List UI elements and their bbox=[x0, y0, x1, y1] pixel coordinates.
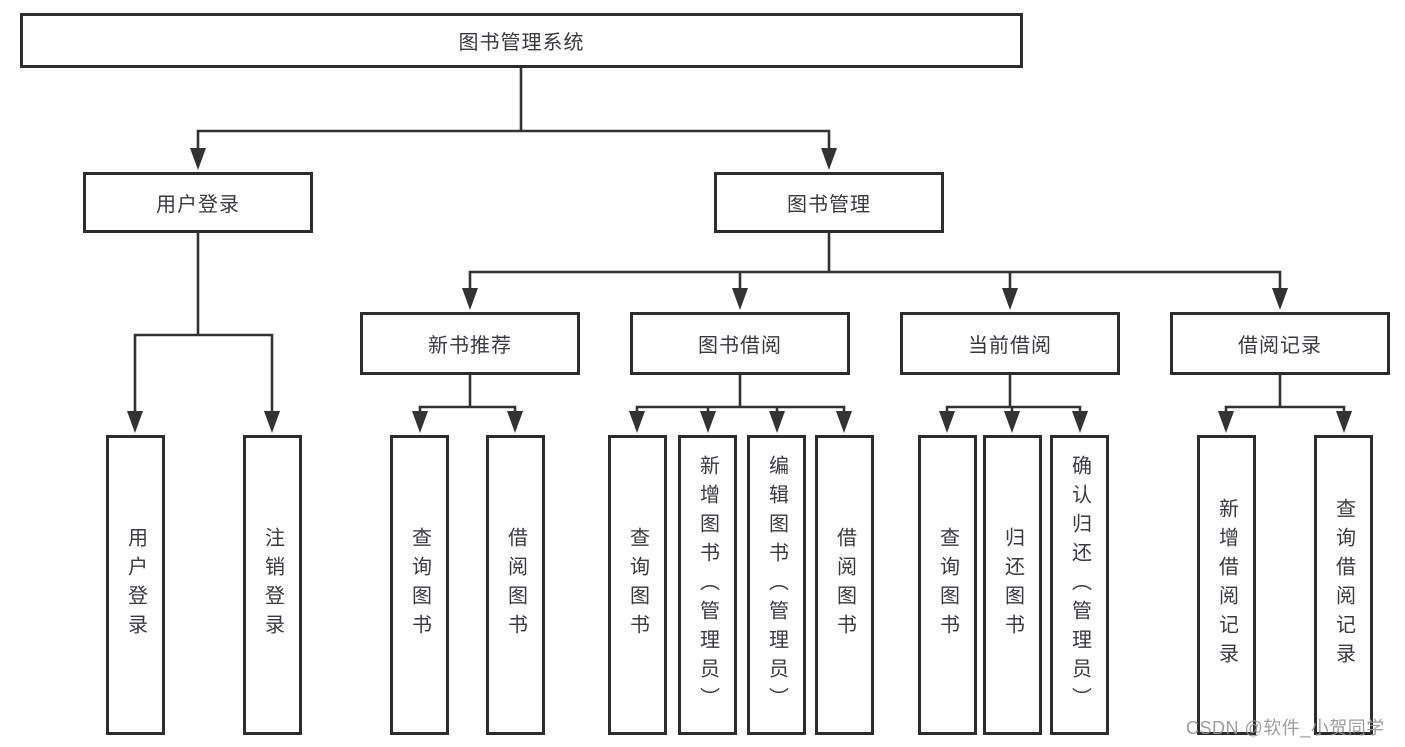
leaf-query-borrow-record: 查询借阅记录 bbox=[1314, 435, 1373, 735]
node-label: 注销登录 bbox=[261, 527, 284, 643]
leaf-return-books: 归还图书 bbox=[983, 435, 1042, 735]
node-label: 借阅图书 bbox=[833, 527, 856, 643]
node-label: 图书借阅 bbox=[698, 335, 782, 357]
node-label: 编辑图书（管理员） bbox=[765, 454, 788, 716]
node-label: 新增图书（管理员） bbox=[696, 454, 719, 716]
node-label: 借阅记录 bbox=[1238, 335, 1322, 357]
node-label: 用户登录 bbox=[124, 527, 147, 643]
leaf-add-borrow-record: 新增借阅记录 bbox=[1197, 435, 1256, 735]
leaf-confirm-return-admin: 确认归还（管理员） bbox=[1050, 435, 1109, 735]
node-label: 查询图书 bbox=[408, 527, 431, 643]
node-label: 图书管理系统 bbox=[458, 32, 585, 54]
node-label: 确认归还（管理员） bbox=[1068, 454, 1091, 716]
node-label: 新增借阅记录 bbox=[1215, 498, 1238, 672]
node-label: 查询图书 bbox=[936, 527, 959, 643]
node-book-borrowing: 图书借阅 bbox=[630, 312, 850, 375]
node-borrowing-records: 借阅记录 bbox=[1170, 312, 1390, 375]
node-label: 查询借阅记录 bbox=[1332, 498, 1355, 672]
node-book-management: 图书管理 bbox=[714, 172, 944, 233]
node-label: 借阅图书 bbox=[504, 527, 527, 643]
node-label: 当前借阅 bbox=[968, 335, 1052, 357]
leaf-query-books-borrowing: 查询图书 bbox=[608, 435, 667, 735]
node-label: 新书推荐 bbox=[428, 335, 512, 357]
node-label: 查询图书 bbox=[626, 527, 649, 643]
leaf-borrow-books-borrowing: 借阅图书 bbox=[815, 435, 874, 735]
leaf-edit-books-admin: 编辑图书（管理员） bbox=[747, 435, 806, 735]
node-label: 归还图书 bbox=[1001, 527, 1024, 643]
node-current-borrowing: 当前借阅 bbox=[900, 312, 1120, 375]
leaf-add-books-admin: 新增图书（管理员） bbox=[678, 435, 737, 735]
node-root: 图书管理系统 bbox=[20, 13, 1023, 68]
node-label: 图书管理 bbox=[787, 194, 871, 216]
leaf-logout: 注销登录 bbox=[243, 435, 302, 735]
csdn-watermark: CSDN @软件_小贺同学 bbox=[1186, 718, 1385, 738]
leaf-borrow-books-recommend: 借阅图书 bbox=[486, 435, 545, 735]
leaf-user-login: 用户登录 bbox=[106, 435, 165, 735]
node-new-book-recommendation: 新书推荐 bbox=[360, 312, 580, 375]
node-label: 用户登录 bbox=[156, 194, 240, 216]
leaf-query-books-current: 查询图书 bbox=[918, 435, 977, 735]
node-user-login: 用户登录 bbox=[83, 172, 313, 233]
leaf-query-books-recommend: 查询图书 bbox=[390, 435, 449, 735]
